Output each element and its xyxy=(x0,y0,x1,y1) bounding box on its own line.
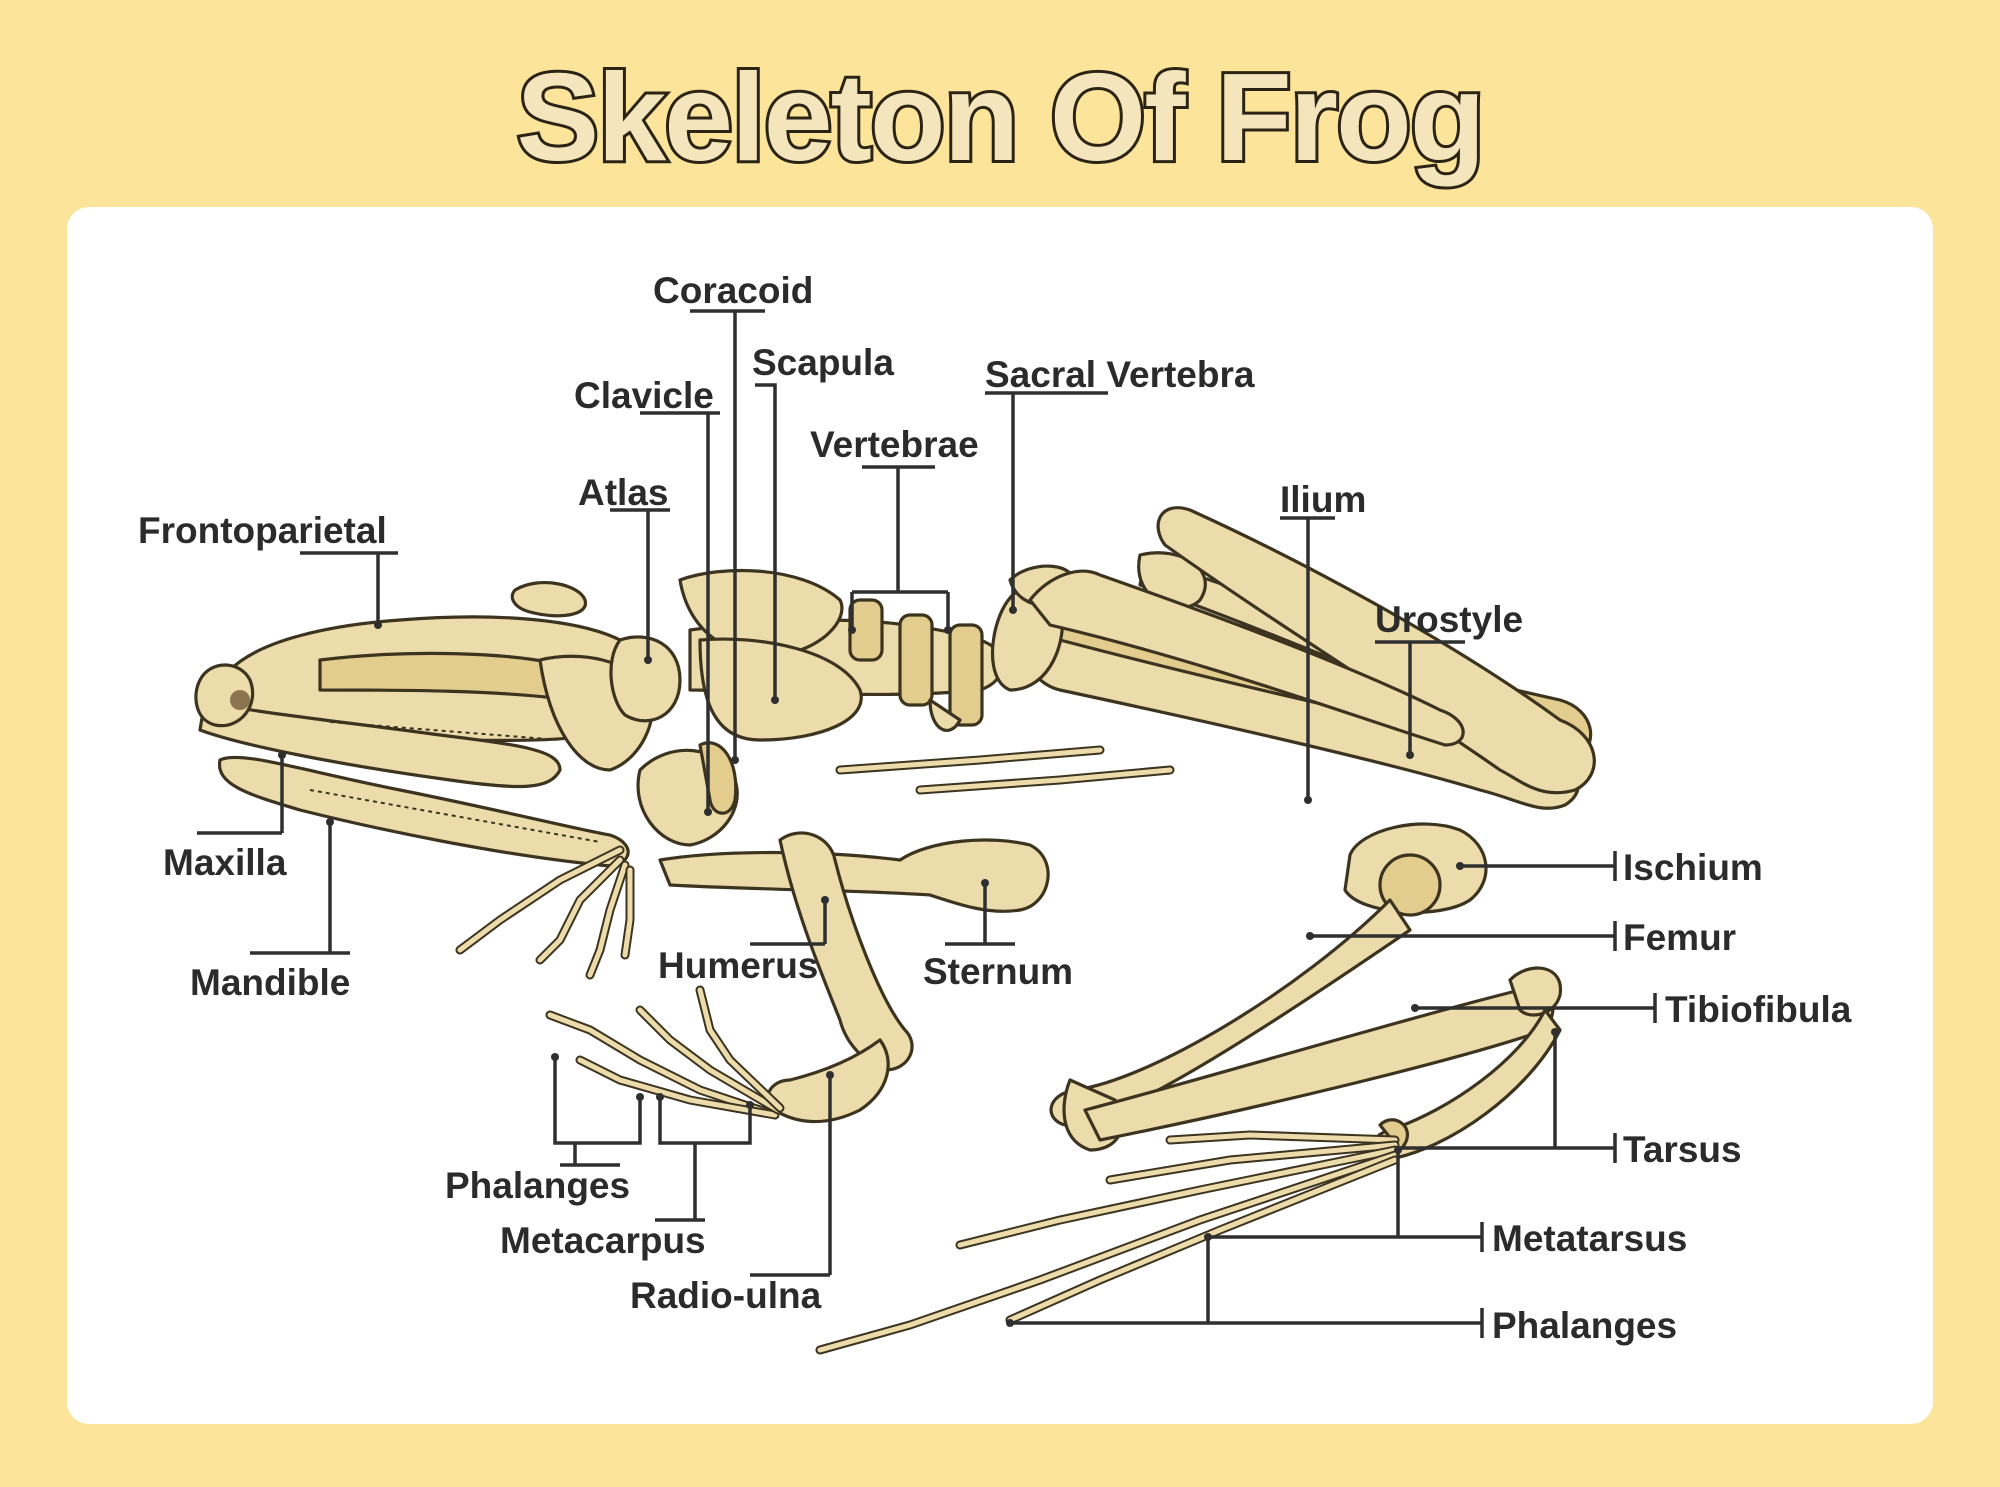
label-urostyle: Urostyle xyxy=(1375,599,1523,640)
frog-skeleton xyxy=(194,506,1596,1355)
sacral-transverse-process xyxy=(1028,569,1465,747)
label-phalanges-hind: Phalanges xyxy=(1492,1305,1677,1346)
label-scapula: Scapula xyxy=(752,342,894,383)
label-vertebrae: Vertebrae xyxy=(810,424,979,465)
label-clavicle: Clavicle xyxy=(574,375,714,416)
atlas-bone xyxy=(609,635,682,723)
label-femur: Femur xyxy=(1623,917,1736,958)
fore-foot-bones xyxy=(545,985,785,1120)
hind-foot-bones xyxy=(815,1130,1400,1355)
label-tarsus: Tarsus xyxy=(1623,1129,1742,1170)
label-metacarpus: Metacarpus xyxy=(500,1220,706,1261)
frontoparietal-crest xyxy=(510,581,588,618)
leader-dots xyxy=(278,606,1559,1327)
mandible-bone xyxy=(218,755,630,868)
near-hand-bones xyxy=(455,845,635,980)
label-sternum: Sternum xyxy=(923,951,1073,992)
label-ischium: Ischium xyxy=(1623,847,1763,888)
label-atlas: Atlas xyxy=(578,472,668,513)
tibiofibula-head xyxy=(1508,966,1562,1017)
leader-lines xyxy=(197,309,1657,1338)
label-tibiofibula: Tibiofibula xyxy=(1665,989,1852,1030)
label-coracoid: Coracoid xyxy=(653,270,813,311)
skull xyxy=(194,581,682,868)
maxilla-bone xyxy=(198,698,562,789)
label-ilium: Ilium xyxy=(1280,479,1366,520)
label-maxilla: Maxilla xyxy=(163,842,287,883)
label-radio-ulna: Radio-ulna xyxy=(630,1275,822,1316)
labels: Frontoparietal Atlas Clavicle Coracoid S… xyxy=(138,270,1852,1346)
page-title: Skeleton Of Frog xyxy=(517,49,1484,187)
humerus-bone xyxy=(778,831,914,1072)
label-frontoparietal: Frontoparietal xyxy=(138,510,387,551)
label-humerus: Humerus xyxy=(658,945,818,986)
label-mandible: Mandible xyxy=(190,962,350,1003)
label-phalanges-fore: Phalanges xyxy=(445,1165,630,1206)
acetabulum xyxy=(1378,853,1442,917)
label-metatarsus: Metatarsus xyxy=(1492,1218,1687,1259)
label-sacral-vertebra: Sacral Vertebra xyxy=(985,354,1255,395)
scapula-bone xyxy=(698,637,863,742)
